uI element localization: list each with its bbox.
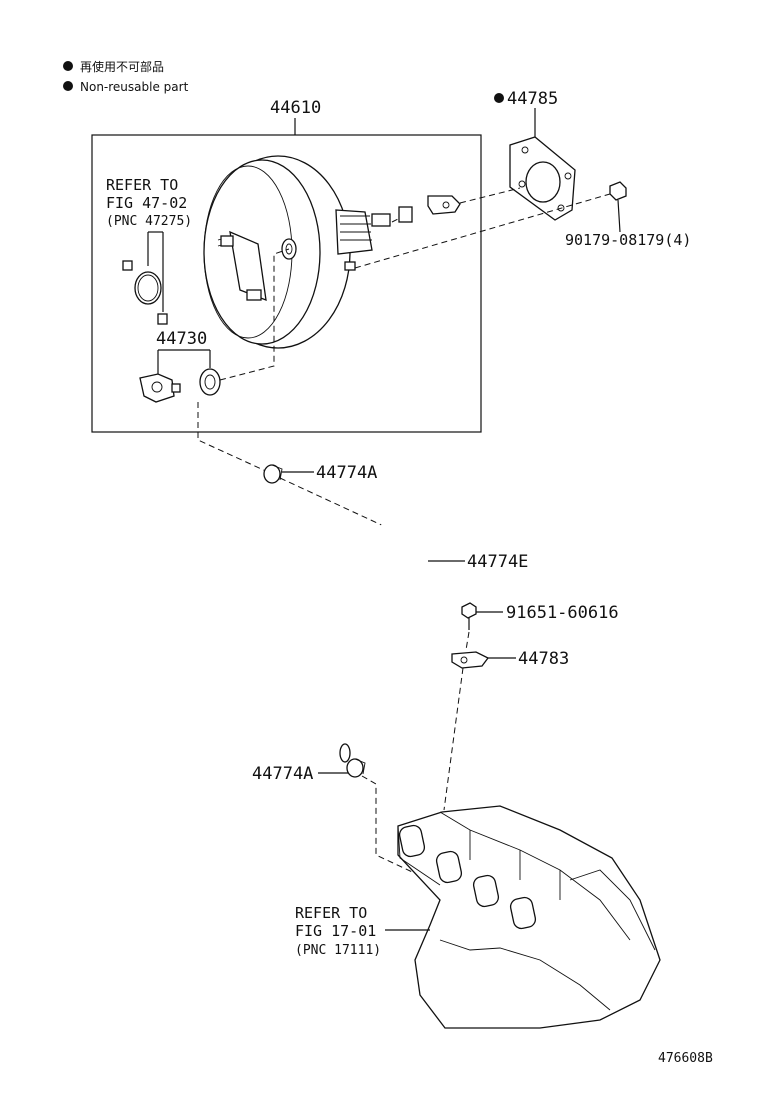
dashed-attach-line — [459, 187, 521, 204]
bolt-91651[interactable] — [461, 602, 477, 630]
figure-id: 476608B — [658, 1051, 713, 1066]
dashed-attach-line — [361, 775, 441, 886]
nut-90179[interactable] — [609, 181, 627, 201]
refer-to-upper-line2: FIG 47-02 — [106, 194, 187, 212]
dashed-attach-line — [219, 248, 290, 381]
legend: 再使用不可部品 Non-reusable part — [63, 59, 189, 94]
dashed-attach-line — [391, 217, 401, 223]
legend-item-en: Non-reusable part — [80, 80, 189, 94]
part-number-44610[interactable]: 44610 — [270, 98, 321, 118]
dashed-attach-line — [279, 477, 389, 529]
refer-to-upper-line1: REFER TO — [106, 176, 178, 194]
intake-manifold — [397, 805, 661, 1029]
refer-to-lower-line3: (PNC 17111) — [295, 943, 381, 958]
leader-line — [617, 199, 621, 233]
part-number-90179-08179[interactable]: 90179-08179(4) — [565, 231, 691, 249]
refer-to-lower-line1: REFER TO — [295, 904, 367, 922]
bracket-44783[interactable] — [451, 651, 489, 669]
check-valve-bracket — [157, 349, 211, 374]
push-rod-parts — [398, 195, 461, 223]
part-number-91651-60616[interactable]: 91651-60616 — [506, 603, 619, 623]
grommet-and-seal — [122, 231, 168, 325]
legend-item-jp: 再使用不可部品 — [80, 59, 164, 74]
dashed-attach-line — [443, 667, 464, 811]
legend-bullet-icon — [63, 81, 73, 91]
dashed-attach-line — [465, 631, 470, 651]
clip-44774A-lower[interactable] — [346, 758, 366, 778]
check-valve-44730[interactable] — [139, 368, 221, 403]
gasket-44785[interactable] — [509, 136, 576, 221]
part-number-44783[interactable]: 44783 — [518, 649, 569, 669]
refer-to-upper-line3: (PNC 47275) — [106, 214, 192, 229]
clip-44774A-upper[interactable] — [263, 464, 283, 484]
legend-bullet-icon — [63, 61, 73, 71]
part-number-44785[interactable]: 44785 — [507, 89, 558, 109]
brake-booster[interactable] — [203, 155, 391, 349]
part-number-44774A-lower[interactable]: 44774A — [252, 764, 313, 784]
part-number-44774A-upper[interactable]: 44774A — [316, 463, 377, 483]
refer-to-lower-line2: FIG 17-01 — [295, 922, 376, 940]
dashed-attach-line — [354, 193, 611, 269]
non-reusable-marker-icon — [494, 93, 504, 103]
part-number-44774E[interactable]: 44774E — [467, 552, 528, 572]
vacuum-hose-44774E[interactable] — [277, 520, 434, 763]
part-number-44730[interactable]: 44730 — [156, 329, 207, 349]
dashed-attach-line — [197, 402, 269, 473]
booster-assembly-frame — [91, 134, 482, 433]
